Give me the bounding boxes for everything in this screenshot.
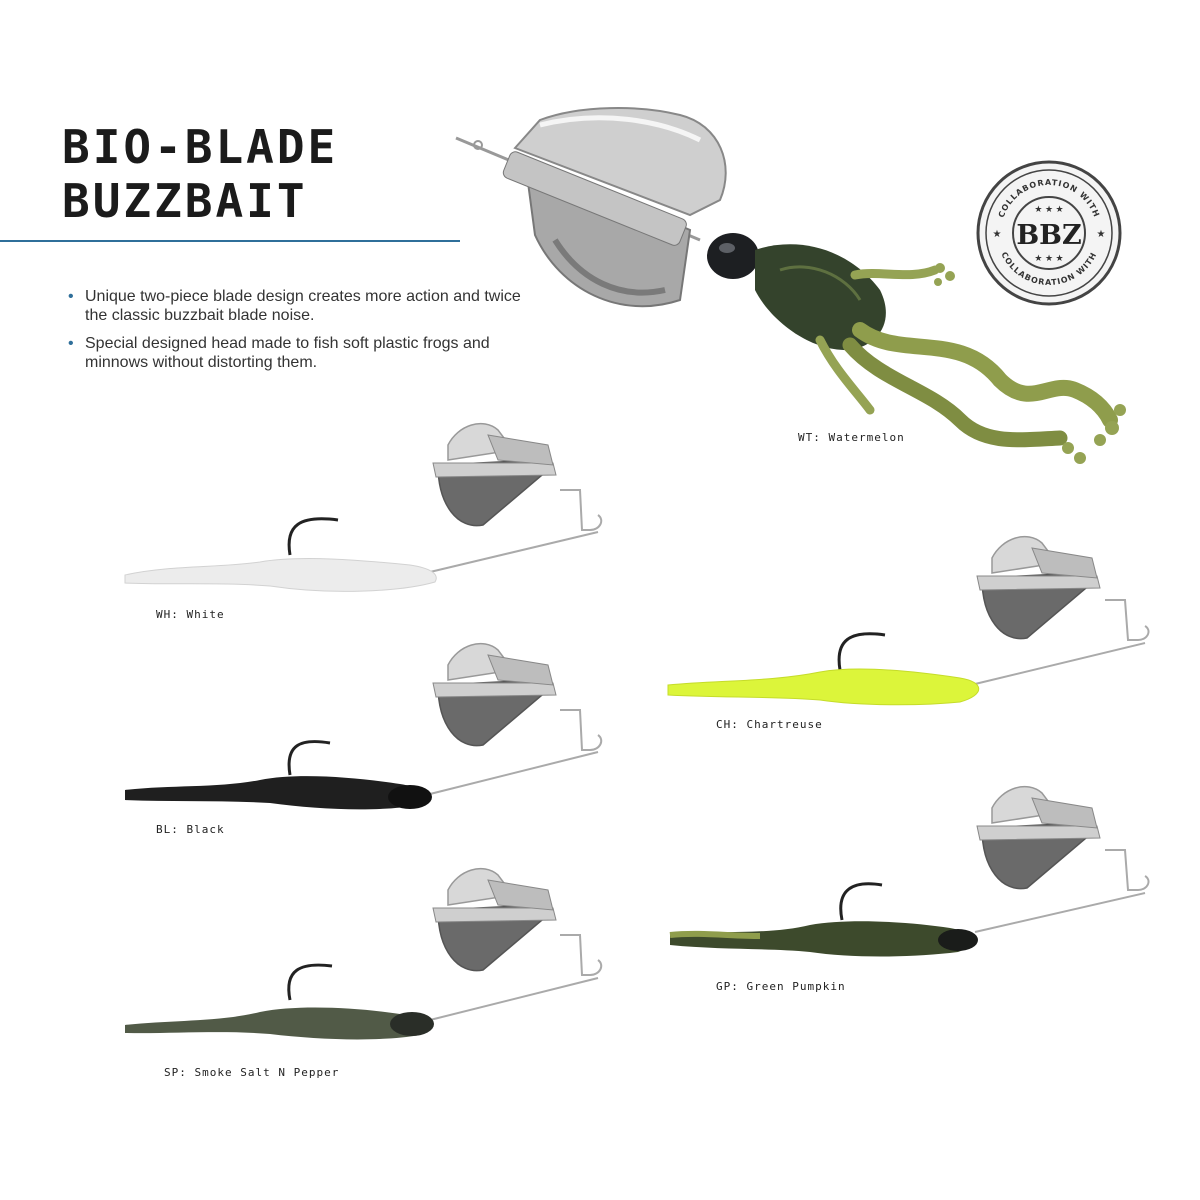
color-label-black: BL: Black (156, 823, 225, 836)
lure-smoke-salt-n-pepper (125, 867, 603, 1040)
lure-black (125, 642, 603, 810)
title-divider (0, 240, 460, 242)
color-label-white: WH: White (156, 608, 225, 621)
bullet-icon: • (68, 288, 74, 305)
color-label-watermelon: WT: Watermelon (798, 431, 905, 444)
hero-buzzbait (455, 107, 1126, 464)
feature-item: •Special designed head made to fish soft… (68, 335, 490, 371)
lure-white (124, 422, 603, 592)
color-label-smoke-salt-n-pepper: SP: Smoke Salt N Pepper (164, 1066, 340, 1079)
svg-text:★: ★ (1097, 229, 1106, 240)
feature-list: •Unique two-piece blade design creates m… (66, 287, 526, 381)
color-label-chartreuse: CH: Chartreuse (716, 718, 823, 731)
page-title: BIO-BLADE BUZZBAIT (62, 120, 338, 228)
lure-green-pumpkin (669, 785, 1150, 957)
lure-chartreuse (667, 535, 1150, 706)
svg-text:★ ★ ★: ★ ★ ★ (1034, 253, 1063, 263)
title-line-2: BUZZBAIT (62, 174, 308, 228)
color-label-green-pumpkin: GP: Green Pumpkin (716, 980, 846, 993)
bullet-icon: • (68, 335, 74, 352)
title-line-1: BIO-BLADE (62, 120, 339, 174)
svg-text:★: ★ (993, 229, 1002, 240)
svg-text:★ ★ ★: ★ ★ ★ (1034, 204, 1063, 214)
feature-item: •Unique two-piece blade design creates m… (68, 288, 521, 324)
svg-text:BBZ: BBZ (1016, 220, 1081, 251)
bbz-collaboration-seal: COLLABORATION WITH COLLABORATION WITH ★ … (976, 160, 1122, 306)
